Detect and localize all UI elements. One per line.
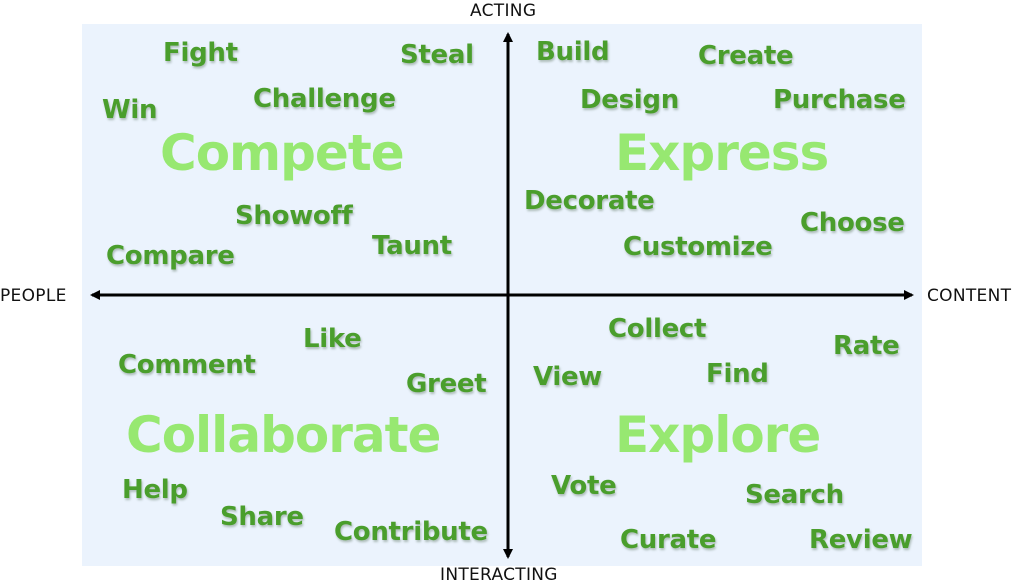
- verb-win: Win: [102, 95, 158, 125]
- verb-build: Build: [536, 37, 610, 67]
- verb-compare: Compare: [106, 241, 235, 271]
- verb-like: Like: [303, 324, 362, 354]
- axis-label-content: CONTENT: [927, 286, 1012, 306]
- verb-review: Review: [809, 525, 913, 555]
- verb-challenge: Challenge: [253, 84, 396, 114]
- verb-rate: Rate: [833, 331, 900, 361]
- category-collaborate: Collaborate: [126, 406, 441, 464]
- verb-purchase: Purchase: [773, 85, 906, 115]
- verb-view: View: [533, 362, 603, 392]
- verb-find: Find: [706, 359, 769, 389]
- verb-vote: Vote: [551, 471, 617, 501]
- axis-label-interacting: INTERACTING: [440, 565, 558, 585]
- category-express: Express: [615, 124, 829, 182]
- verb-help: Help: [122, 475, 188, 505]
- verb-decorate: Decorate: [524, 186, 655, 216]
- verb-fight: Fight: [163, 38, 238, 68]
- verb-showoff: Showoff: [235, 201, 353, 231]
- verb-share: Share: [220, 502, 304, 532]
- verb-collect: Collect: [608, 314, 707, 344]
- verb-taunt: Taunt: [372, 231, 452, 261]
- verb-choose: Choose: [800, 208, 905, 238]
- verb-greet: Greet: [406, 369, 487, 399]
- category-explore: Explore: [615, 406, 821, 464]
- axis-label-people: PEOPLE: [0, 286, 67, 306]
- axis-label-acting: ACTING: [470, 1, 537, 21]
- verb-contribute: Contribute: [334, 517, 488, 547]
- verb-customize: Customize: [623, 232, 773, 262]
- verb-create: Create: [698, 41, 794, 71]
- verb-search: Search: [745, 480, 844, 510]
- verb-comment: Comment: [118, 350, 256, 380]
- verb-steal: Steal: [400, 40, 474, 70]
- verb-curate: Curate: [620, 525, 717, 555]
- verb-design: Design: [580, 85, 679, 115]
- category-compete: Compete: [160, 124, 405, 182]
